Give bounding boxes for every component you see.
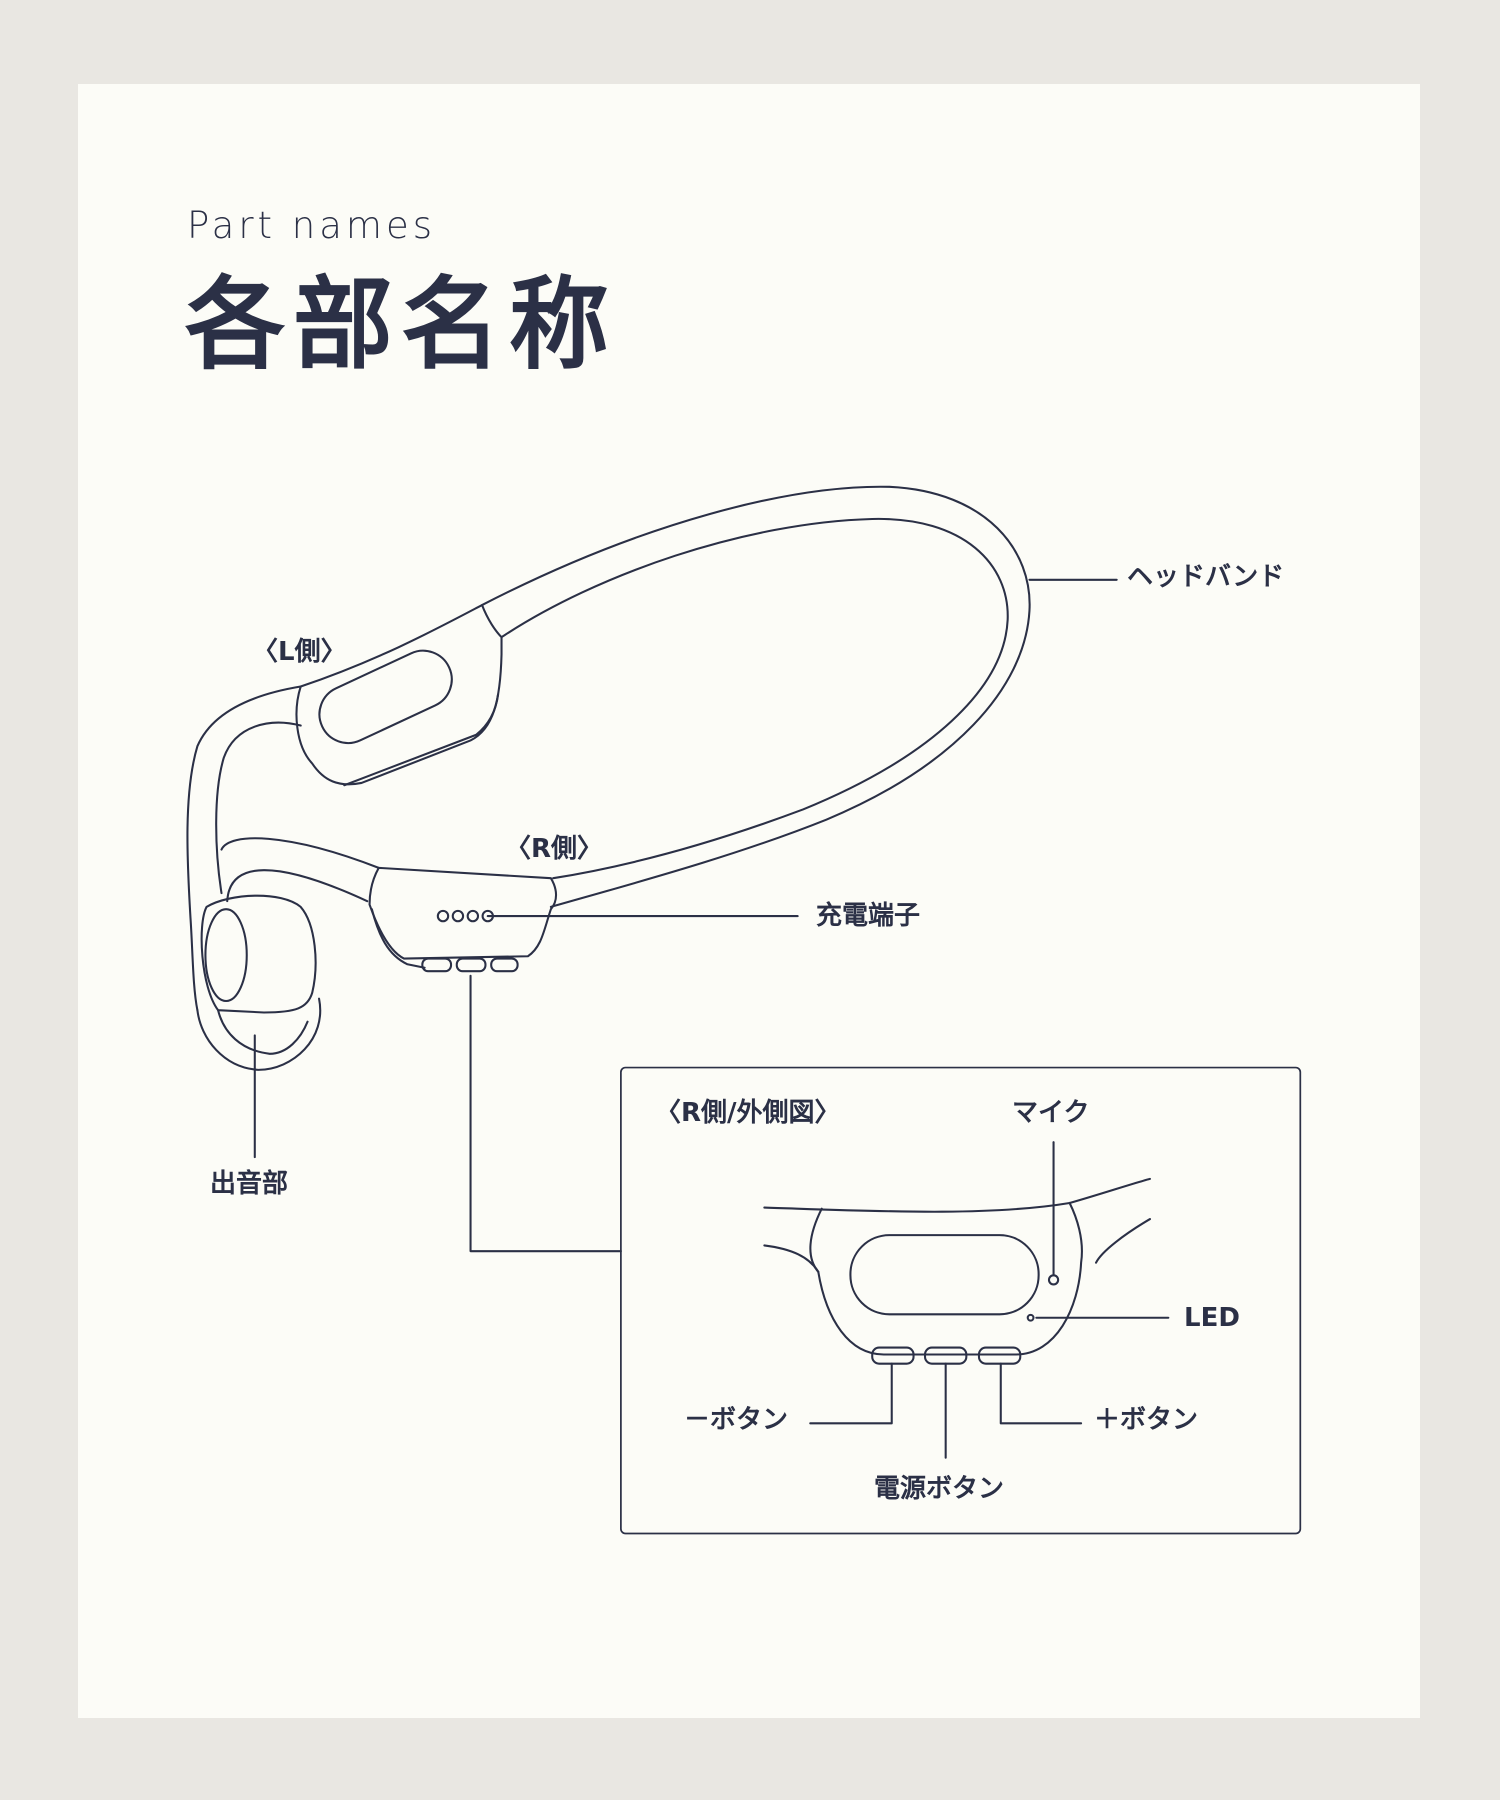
label-speaker: 出音部 — [210, 1169, 289, 1199]
label-mic: マイク — [1012, 1098, 1090, 1128]
inset-frame — [620, 1066, 1302, 1535]
page-title: 各部名称 — [185, 266, 617, 383]
button-shape — [421, 957, 453, 973]
button-shape — [455, 957, 487, 973]
button-shape — [490, 957, 519, 973]
charging-pin — [436, 909, 450, 923]
inset-title: 〈R側/外側図〉 — [655, 1098, 841, 1128]
leader-lines — [253, 578, 1118, 1253]
right-pod-drawing — [368, 866, 558, 973]
earpiece-drawing — [196, 894, 322, 1071]
neckband-drawing — [186, 685, 380, 1012]
left-pod-drawing — [295, 636, 503, 787]
inset-drawing — [763, 1141, 1170, 1459]
label-power-button: 電源ボタン — [874, 1474, 1005, 1504]
label-plus-button: ＋ボタン — [1094, 1405, 1199, 1435]
mic-hole — [1047, 1274, 1060, 1286]
page-subtitle: Part names — [187, 204, 437, 247]
charging-pin — [466, 909, 480, 923]
label-minus-button: －ボタン — [684, 1405, 789, 1435]
label-charging-port: 充電端子 — [816, 901, 921, 931]
content-card — [78, 84, 1420, 1718]
label-led: LED — [1184, 1303, 1240, 1333]
label-headband: ヘッドバンド — [1127, 562, 1285, 592]
headband-drawing — [299, 485, 1031, 908]
label-left-side: 〈L側〉 — [252, 637, 347, 667]
led-dot — [1026, 1313, 1035, 1322]
label-right-side: 〈R側〉 — [505, 834, 604, 864]
charging-pin — [451, 909, 465, 923]
